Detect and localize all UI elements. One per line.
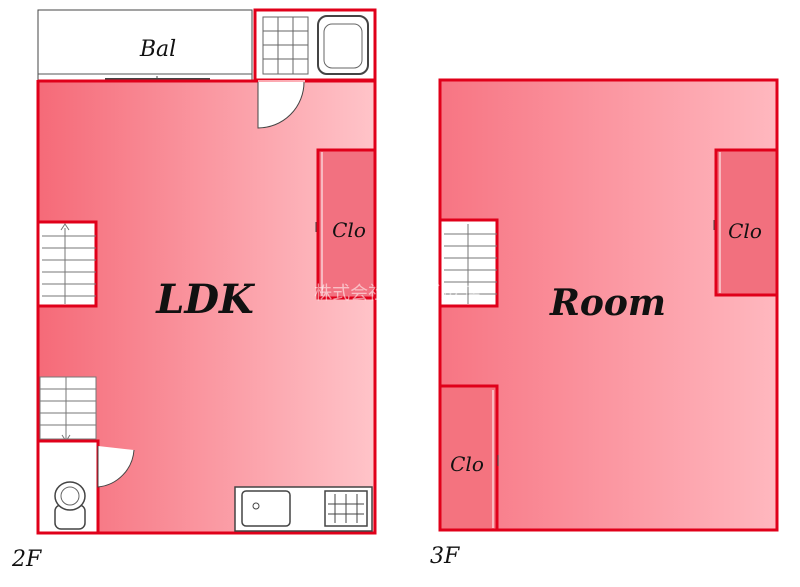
- kitchen-counter: [234, 486, 373, 532]
- bathtub-icon: [317, 15, 369, 75]
- closet-2f: [316, 148, 377, 300]
- watermark: 株式会社エイブル 店: [314, 282, 482, 304]
- room-3f-label: Room: [549, 282, 666, 324]
- floor-2f-label: 2F: [11, 547, 42, 572]
- floor-3f-label: 3F: [430, 544, 460, 569]
- toilet-icon: [54, 481, 86, 530]
- closet-3f-left-label: Clo: [450, 452, 484, 476]
- balcony-label: Bal: [139, 37, 176, 62]
- sink-icon: [241, 490, 291, 527]
- door-swing: [257, 81, 305, 129]
- closet-2f-label: Clo: [332, 218, 366, 242]
- floor-3f: Room Clo Clo 3F: [430, 78, 779, 569]
- closet-3f-right-label: Clo: [728, 219, 762, 243]
- floor-2f: Bal LDK Clo 2F: [11, 8, 377, 572]
- balcony-area: [37, 9, 253, 81]
- stairs-3f: [438, 218, 499, 308]
- stairs-up-2f: [36, 220, 98, 308]
- stairs-down-2f: [39, 376, 97, 442]
- ldk-label: LDK: [155, 276, 256, 323]
- closet-3f-right: [714, 148, 779, 297]
- shower-tiles: [262, 16, 309, 75]
- closet-3f-left: [438, 384, 499, 532]
